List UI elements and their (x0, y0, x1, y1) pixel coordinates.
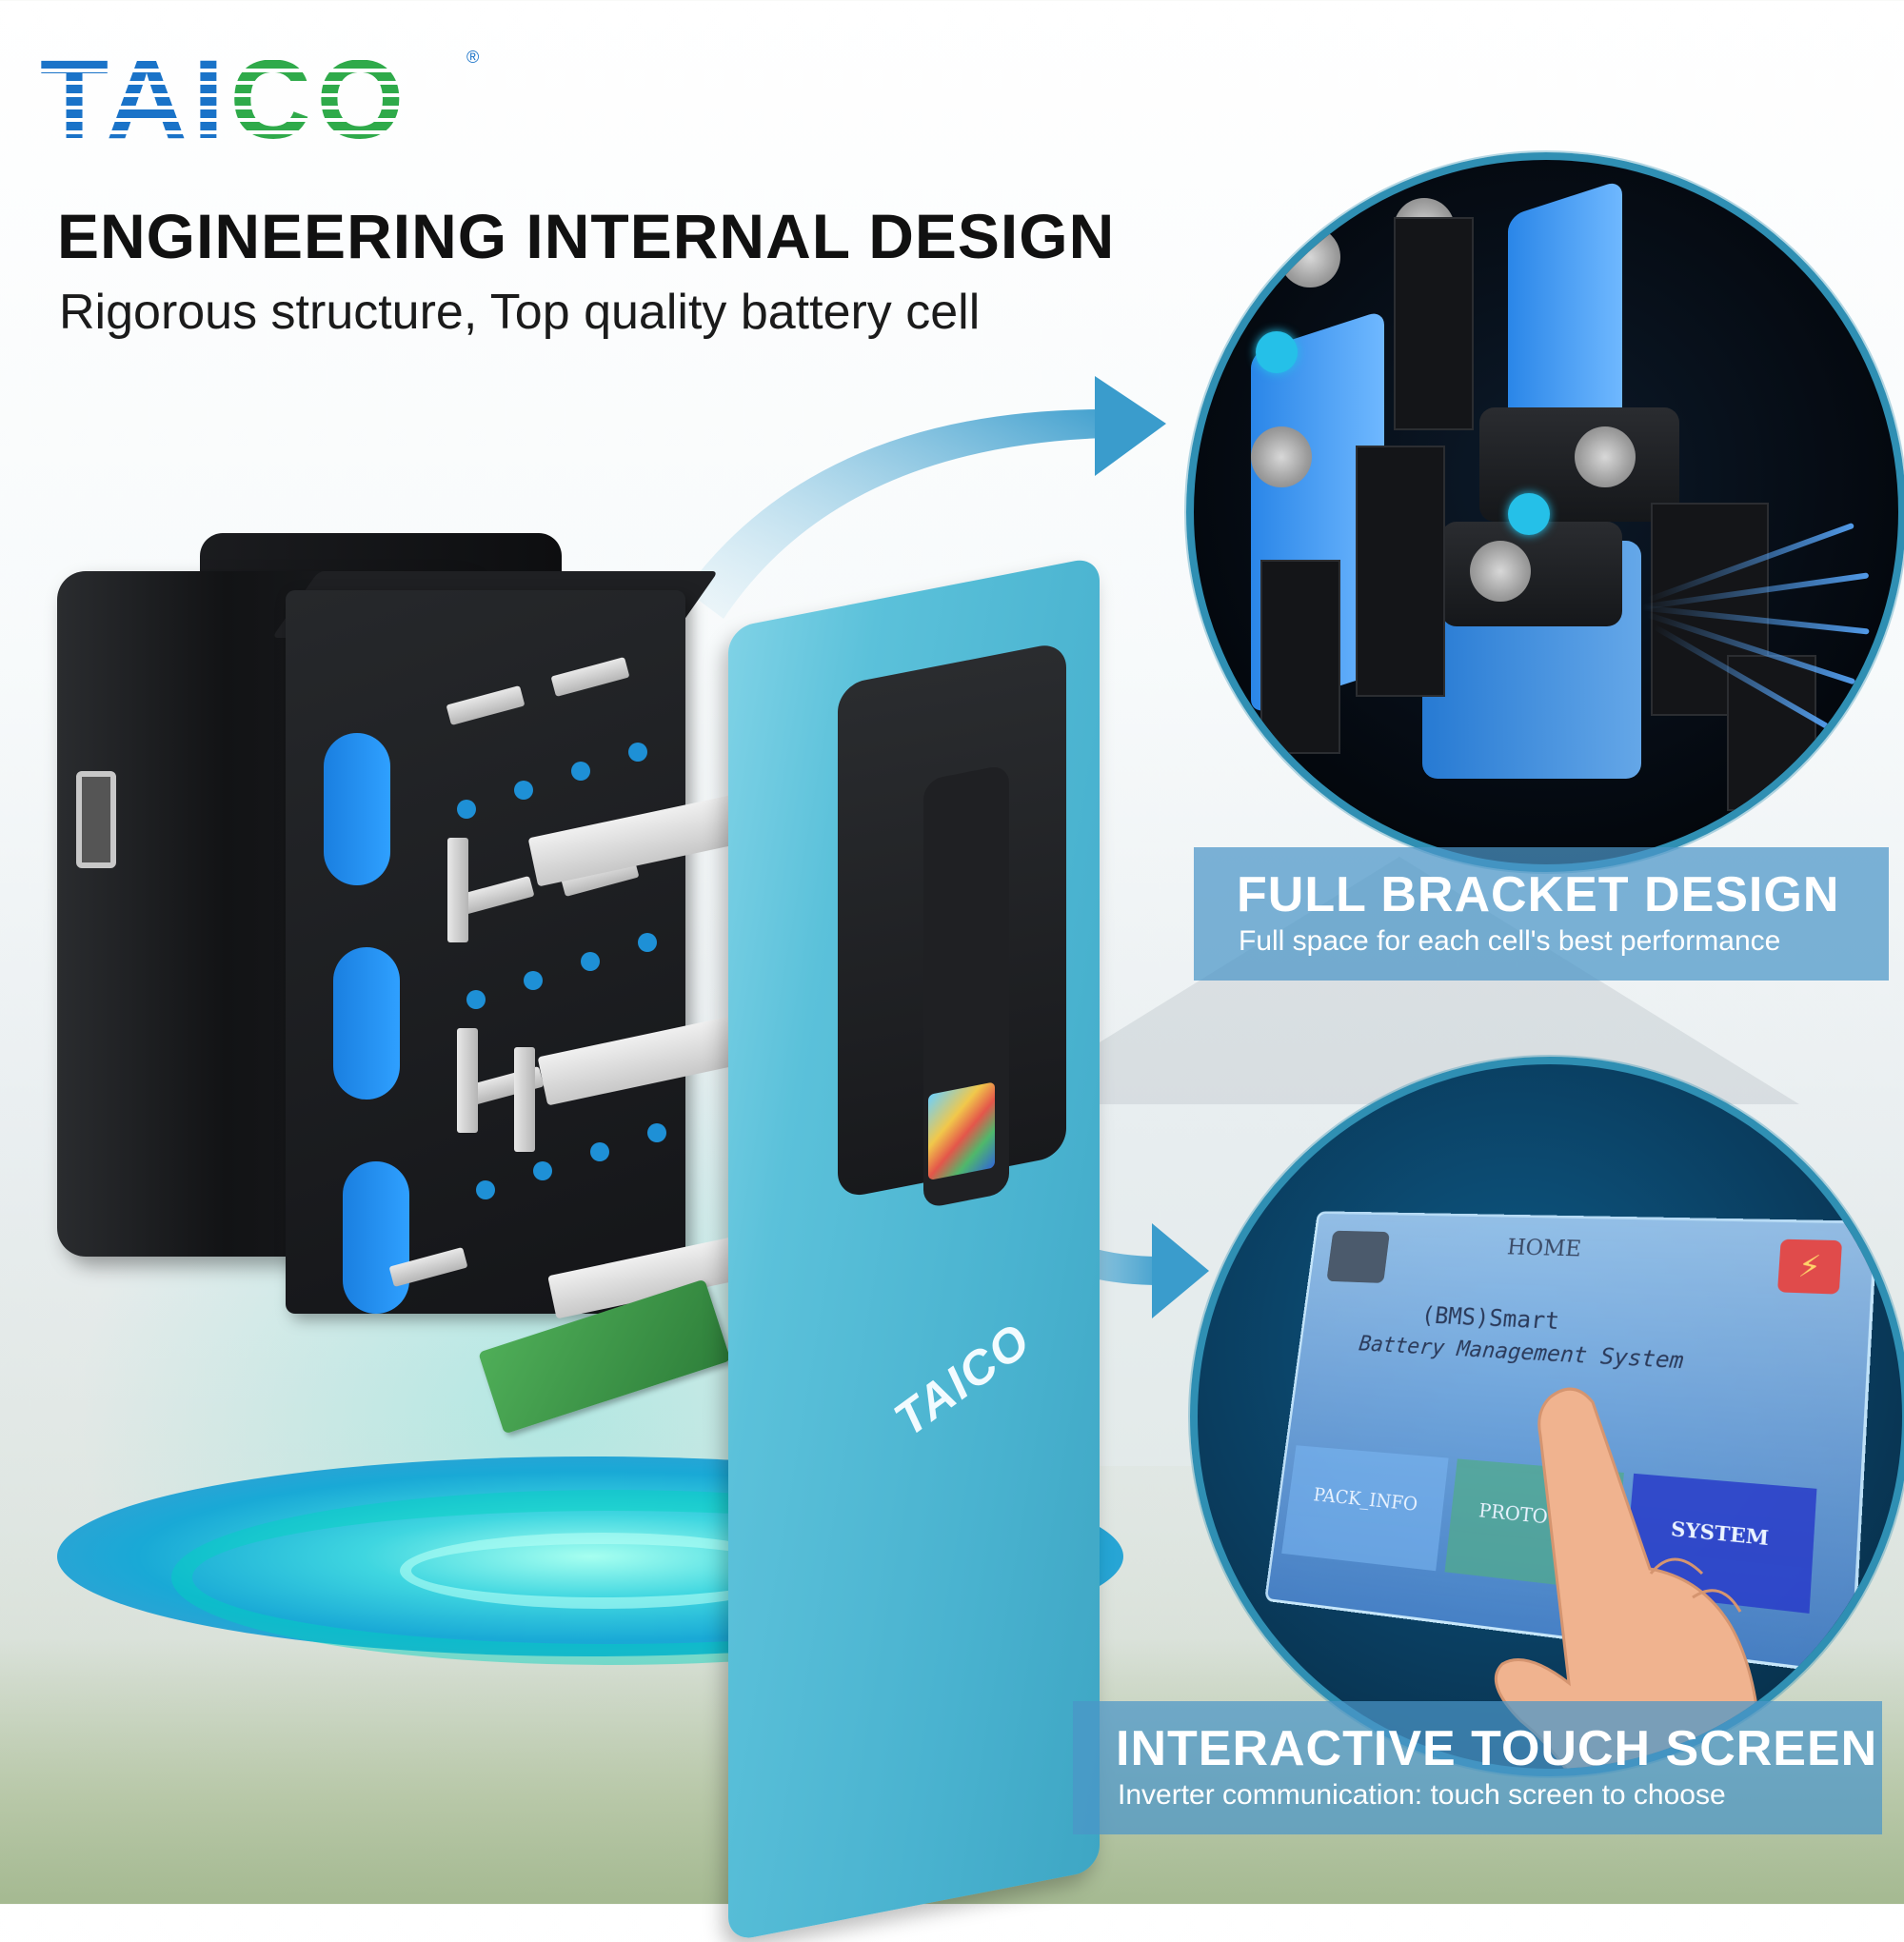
bracket (1356, 446, 1445, 697)
busbar (446, 685, 526, 725)
feature-subtitle: Inverter communication: touch screen to … (1118, 1779, 1726, 1811)
brand-logo: TAICO (40, 37, 478, 163)
bracket (1394, 217, 1474, 430)
terminal-dot (524, 971, 543, 990)
terminal-dot (581, 952, 600, 971)
busbar-vertical (514, 1047, 535, 1152)
page-subtitle: Rigorous structure, Top quality battery … (59, 285, 981, 340)
cell-pill (333, 947, 400, 1100)
bracket (1260, 560, 1340, 754)
hand-icon (1494, 1387, 1763, 1769)
cell-terminal (1470, 541, 1531, 602)
lightning-icon[interactable]: ⚡ (1776, 1239, 1843, 1295)
feature-caption-touchscreen: INTERACTIVE TOUCH SCREEN Inverter commun… (1073, 1701, 1882, 1834)
feature-title: FULL BRACKET DESIGN (1237, 867, 1840, 922)
page-title: ENGINEERING INTERNAL DESIGN (57, 201, 1116, 271)
ui-bms-title: (BMS)Smart (1419, 1301, 1561, 1336)
terminal-dot (476, 1180, 495, 1199)
terminal-dot (647, 1123, 666, 1142)
ui-home-label[interactable]: HOME (1505, 1234, 1583, 1262)
busbar-vertical (447, 838, 468, 942)
bracket-detail-circle (1186, 152, 1904, 872)
cell-terminal-blue (1256, 331, 1298, 373)
terminal-dot (514, 781, 533, 800)
terminal-dot (533, 1161, 552, 1180)
logo-text-green: CO (229, 37, 410, 163)
cell-terminal (1251, 426, 1312, 487)
cell-terminal (1575, 426, 1636, 487)
ui-bms-subtitle: Battery Management System (1358, 1331, 1685, 1375)
case-handle (76, 771, 116, 868)
cell-stack (286, 590, 685, 1314)
terminal-dot (466, 990, 486, 1009)
busbar (550, 657, 630, 697)
front-cover-display (928, 1081, 995, 1180)
ui-tab-pack-info[interactable]: PACK_INFO (1281, 1445, 1449, 1572)
battery-cell-top (1441, 522, 1622, 626)
terminal-dot (571, 762, 590, 781)
cell-terminal (1279, 227, 1340, 287)
logo-text-blue: TAI (40, 37, 230, 163)
terminal-dot (638, 933, 657, 952)
cell-terminal-blue (1508, 493, 1550, 535)
cell-pill (343, 1161, 409, 1314)
feature-subtitle: Full space for each cell's best performa… (1239, 925, 1781, 957)
feature-caption-bracket: FULL BRACKET DESIGN Full space for each … (1194, 847, 1889, 981)
feature-title: INTERACTIVE TOUCH SCREEN (1116, 1721, 1878, 1776)
terminal-dot (457, 800, 476, 819)
cell-pill (324, 733, 390, 885)
terminal-dot (628, 743, 647, 762)
terminal-dot (590, 1142, 609, 1161)
busbar-vertical (457, 1028, 478, 1133)
touchscreen-detail-circle: HOME ⚡ (BMS)Smart Battery Management Sys… (1190, 1057, 1904, 1776)
arrow-right-icon (685, 376, 1166, 619)
grid-icon[interactable] (1326, 1230, 1390, 1283)
registered-mark: ® (466, 48, 480, 67)
